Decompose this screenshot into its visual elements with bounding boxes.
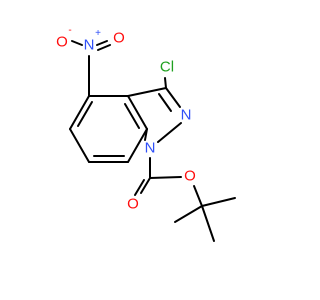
bond-carbonyl-o-double-second [134,179,145,196]
bond-c4-c5 [69,95,90,130]
atom-chlorine: Cl [160,59,174,76]
atom-n1: N [145,140,156,157]
atom-carbonyl-oxygen: O [127,196,139,213]
bond-n-o-double-second [97,44,111,51]
bond-n-o-minus [71,40,83,46]
bond-n2-n1 [157,122,182,143]
substituent-bonds [71,40,236,242]
pyrazole-ring [127,87,182,143]
bond-n-o-double [96,40,108,46]
bond-c5-c6 [69,128,90,163]
molecule-structure: O - N + O Cl N N O O [56,25,236,242]
atom-nitro-oxygen-anion: O [56,34,68,51]
charge-plus: + [95,28,101,39]
atom-ester-oxygen: O [184,168,196,185]
bond-tbu-methyl-top [201,197,236,207]
bond-tbu-methyl-bottom [201,205,215,242]
bond-c3-n2-inner [158,93,172,112]
benzene-ring [69,95,148,163]
bond-n1-c7a [144,128,148,141]
bond-c4-c5-inner [77,101,93,127]
bond-c3-n2 [165,87,181,108]
bond-c3-cl [164,77,167,89]
bond-carbonyl-o-double [140,177,151,194]
bond-o-quaternary-c [193,185,203,207]
bond-tbu-methyl-left [174,205,203,223]
bond-c3a-c3 [127,87,167,97]
charge-minus: - [68,25,71,36]
bond-c7a-c3a-inner [124,103,140,129]
bond-c7-c7a [127,128,148,163]
atom-labels: O - N + O Cl N N O O [56,25,196,213]
bond-carbonyl-o-single [149,176,182,179]
atom-n2: N [181,107,192,124]
bond-c7a-c3a [127,95,148,130]
atom-nitro-nitrogen: N [84,37,95,54]
atom-nitro-oxygen-double: O [113,30,125,47]
